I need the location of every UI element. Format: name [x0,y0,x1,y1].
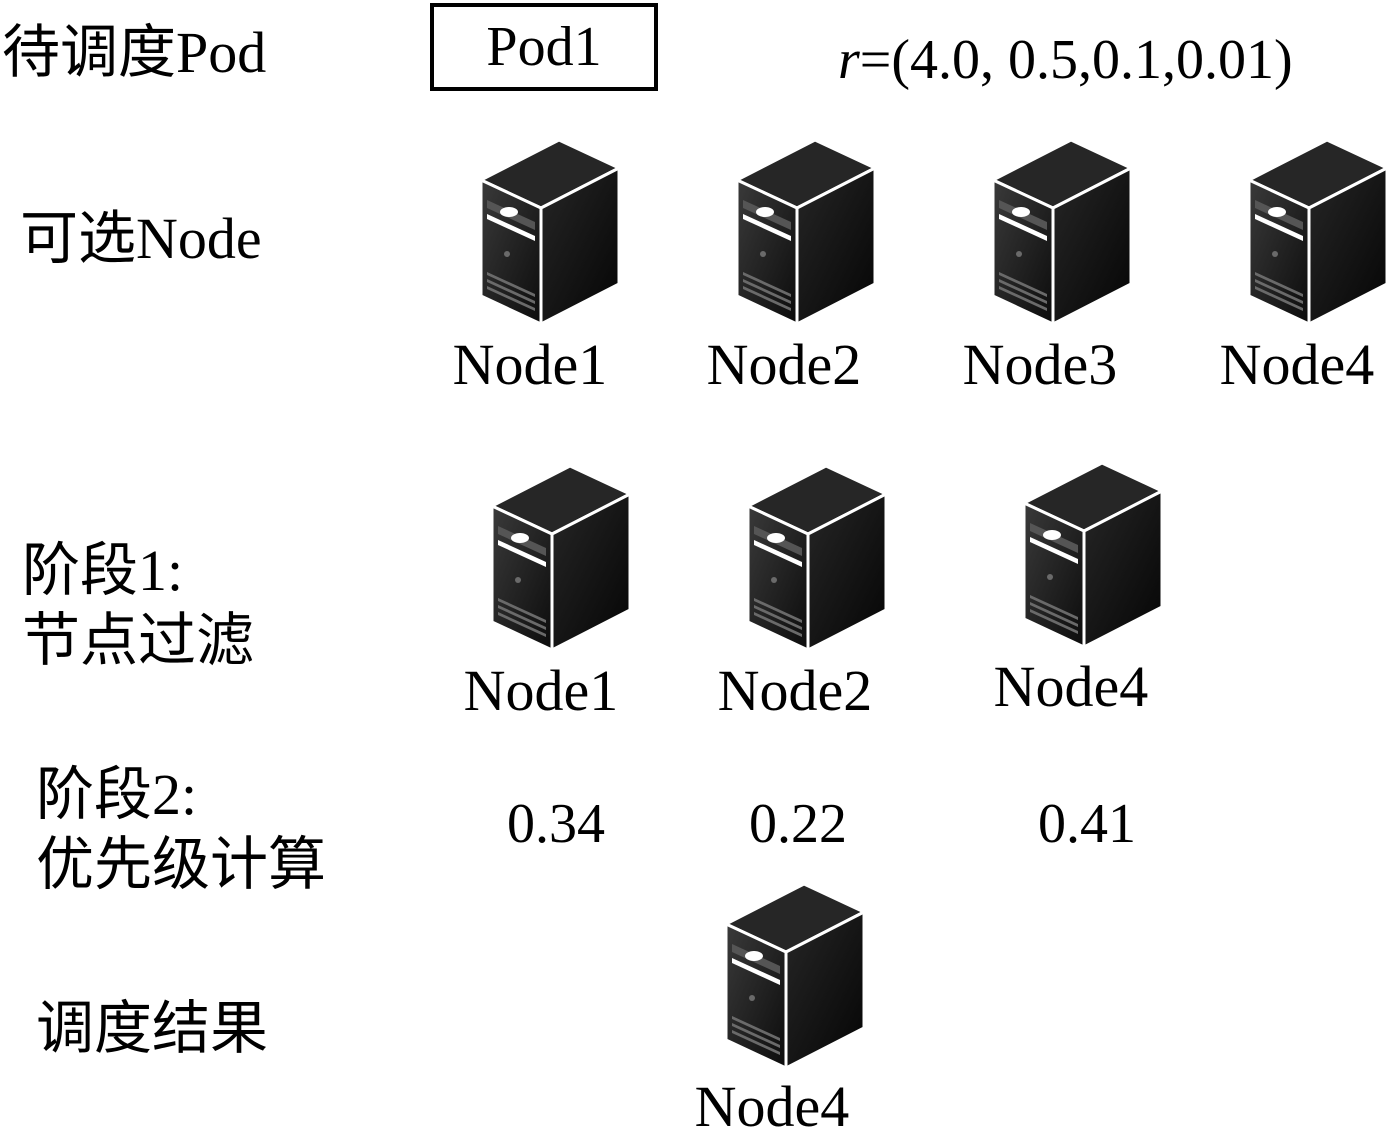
stage2-label-line1: 阶段2: [36,762,198,827]
candidate-node-label: Node2 [706,332,862,397]
resource-vector: r=(4.0, 0.5,0.1,0.01) [838,32,1293,88]
server-icon [1018,461,1168,649]
server-icon [742,464,892,652]
priority-score: 0.22 [749,793,847,855]
server-icon [475,138,625,326]
result-label: 调度结果 [36,996,269,1061]
candidate-node-label: Node1 [452,332,608,397]
stage1-label-line2: 节点过滤 [22,608,255,673]
filtered-node-label: Node2 [717,658,873,723]
server-icon [987,138,1137,326]
resource-vector-values: =(4.0, 0.5,0.1,0.01) [859,29,1293,91]
server-icon [720,882,870,1070]
resource-vector-var: r [838,29,860,91]
server-icon [486,464,636,652]
stage2-label-line2: 优先级计算 [36,832,327,897]
pod-box: Pod1 [430,3,658,91]
stage1-label-line1: 阶段1: [22,538,184,603]
result-node-label: Node4 [694,1074,850,1139]
pod-name: Pod1 [486,16,602,78]
filtered-node-label: Node4 [993,654,1149,719]
candidate-nodes-label: 可选Node [20,206,262,271]
server-icon [731,138,881,326]
candidate-node-label: Node4 [1219,332,1375,397]
server-icon [1243,138,1393,326]
filtered-node-label: Node1 [463,658,619,723]
priority-score: 0.41 [1038,793,1136,855]
priority-score: 0.34 [507,793,605,855]
candidate-node-label: Node3 [962,332,1118,397]
pending-pod-label: 待调度Pod [2,20,267,85]
